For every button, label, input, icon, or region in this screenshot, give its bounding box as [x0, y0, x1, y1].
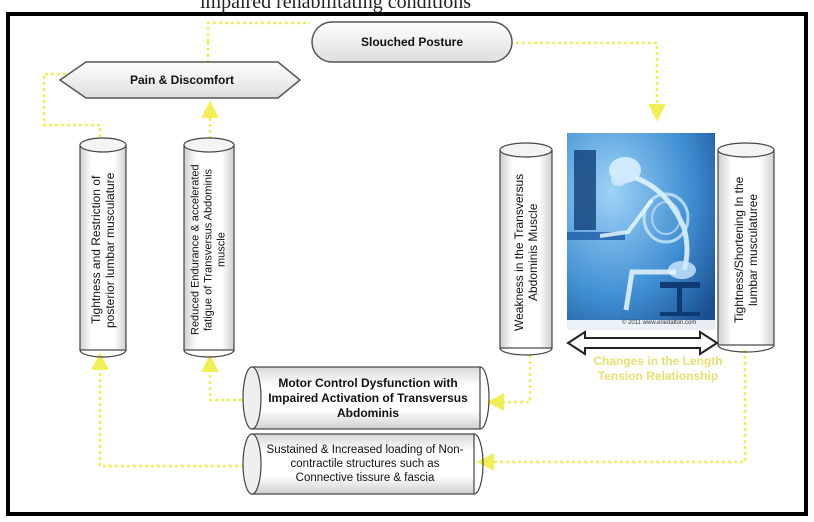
slouched-posture-label: Slouched Posture: [360, 35, 464, 49]
cylinder-motor-control: [242, 366, 490, 430]
tightness-shortening-label: Tightness/Shortening In the lumbar muscu…: [732, 176, 760, 324]
cylinder-reduced-endurance: [183, 137, 235, 358]
skeleton-posture-photo: [567, 133, 715, 330]
arrow-shortening-to-loading: [476, 350, 747, 471]
photo-credit: © 2011 www.eriedalton.com: [622, 320, 697, 326]
arrow-motor-to-endurance: [201, 354, 248, 402]
arrow-loading-to-slouched: [206, 21, 310, 42]
weakness-transversus-label: Weakness in the Transversus Abdominis Mu…: [512, 173, 540, 331]
reduced-endurance-label: Reduced Endurance & accelerated fatigue …: [189, 164, 228, 336]
cylinder-tightness-posterior: [79, 137, 127, 358]
length-tension-double-arrow: [566, 330, 719, 356]
cylinder-sustained-loading: [242, 433, 484, 495]
sustained-loading-label: Sustained & Increased loading of Non-con…: [266, 444, 464, 484]
arrow-slouched-to-weakness: [510, 41, 666, 122]
pain-discomfort-label: Pain & Discomfort: [129, 73, 234, 87]
arrow-tightness-to-pain: [42, 72, 102, 148]
slouched-posture-shape: [311, 21, 513, 63]
tightness-posterior-label: Tightness and Restriction of posterior l…: [89, 172, 117, 328]
motor-control-label: Motor Control Dysfunction with Impaired …: [268, 375, 468, 420]
cylinder-tightness-shortening: [717, 142, 775, 353]
length-tension-label: Changes in the Length Tension Relationsh…: [593, 354, 723, 383]
cylinder-weakness-transversus: [499, 142, 553, 356]
top-caption-fragment: impaired rehabilitating conditions: [200, 0, 472, 13]
arrow-weakness-to-motor: [486, 355, 532, 411]
pain-discomfort-shape: [58, 61, 302, 99]
